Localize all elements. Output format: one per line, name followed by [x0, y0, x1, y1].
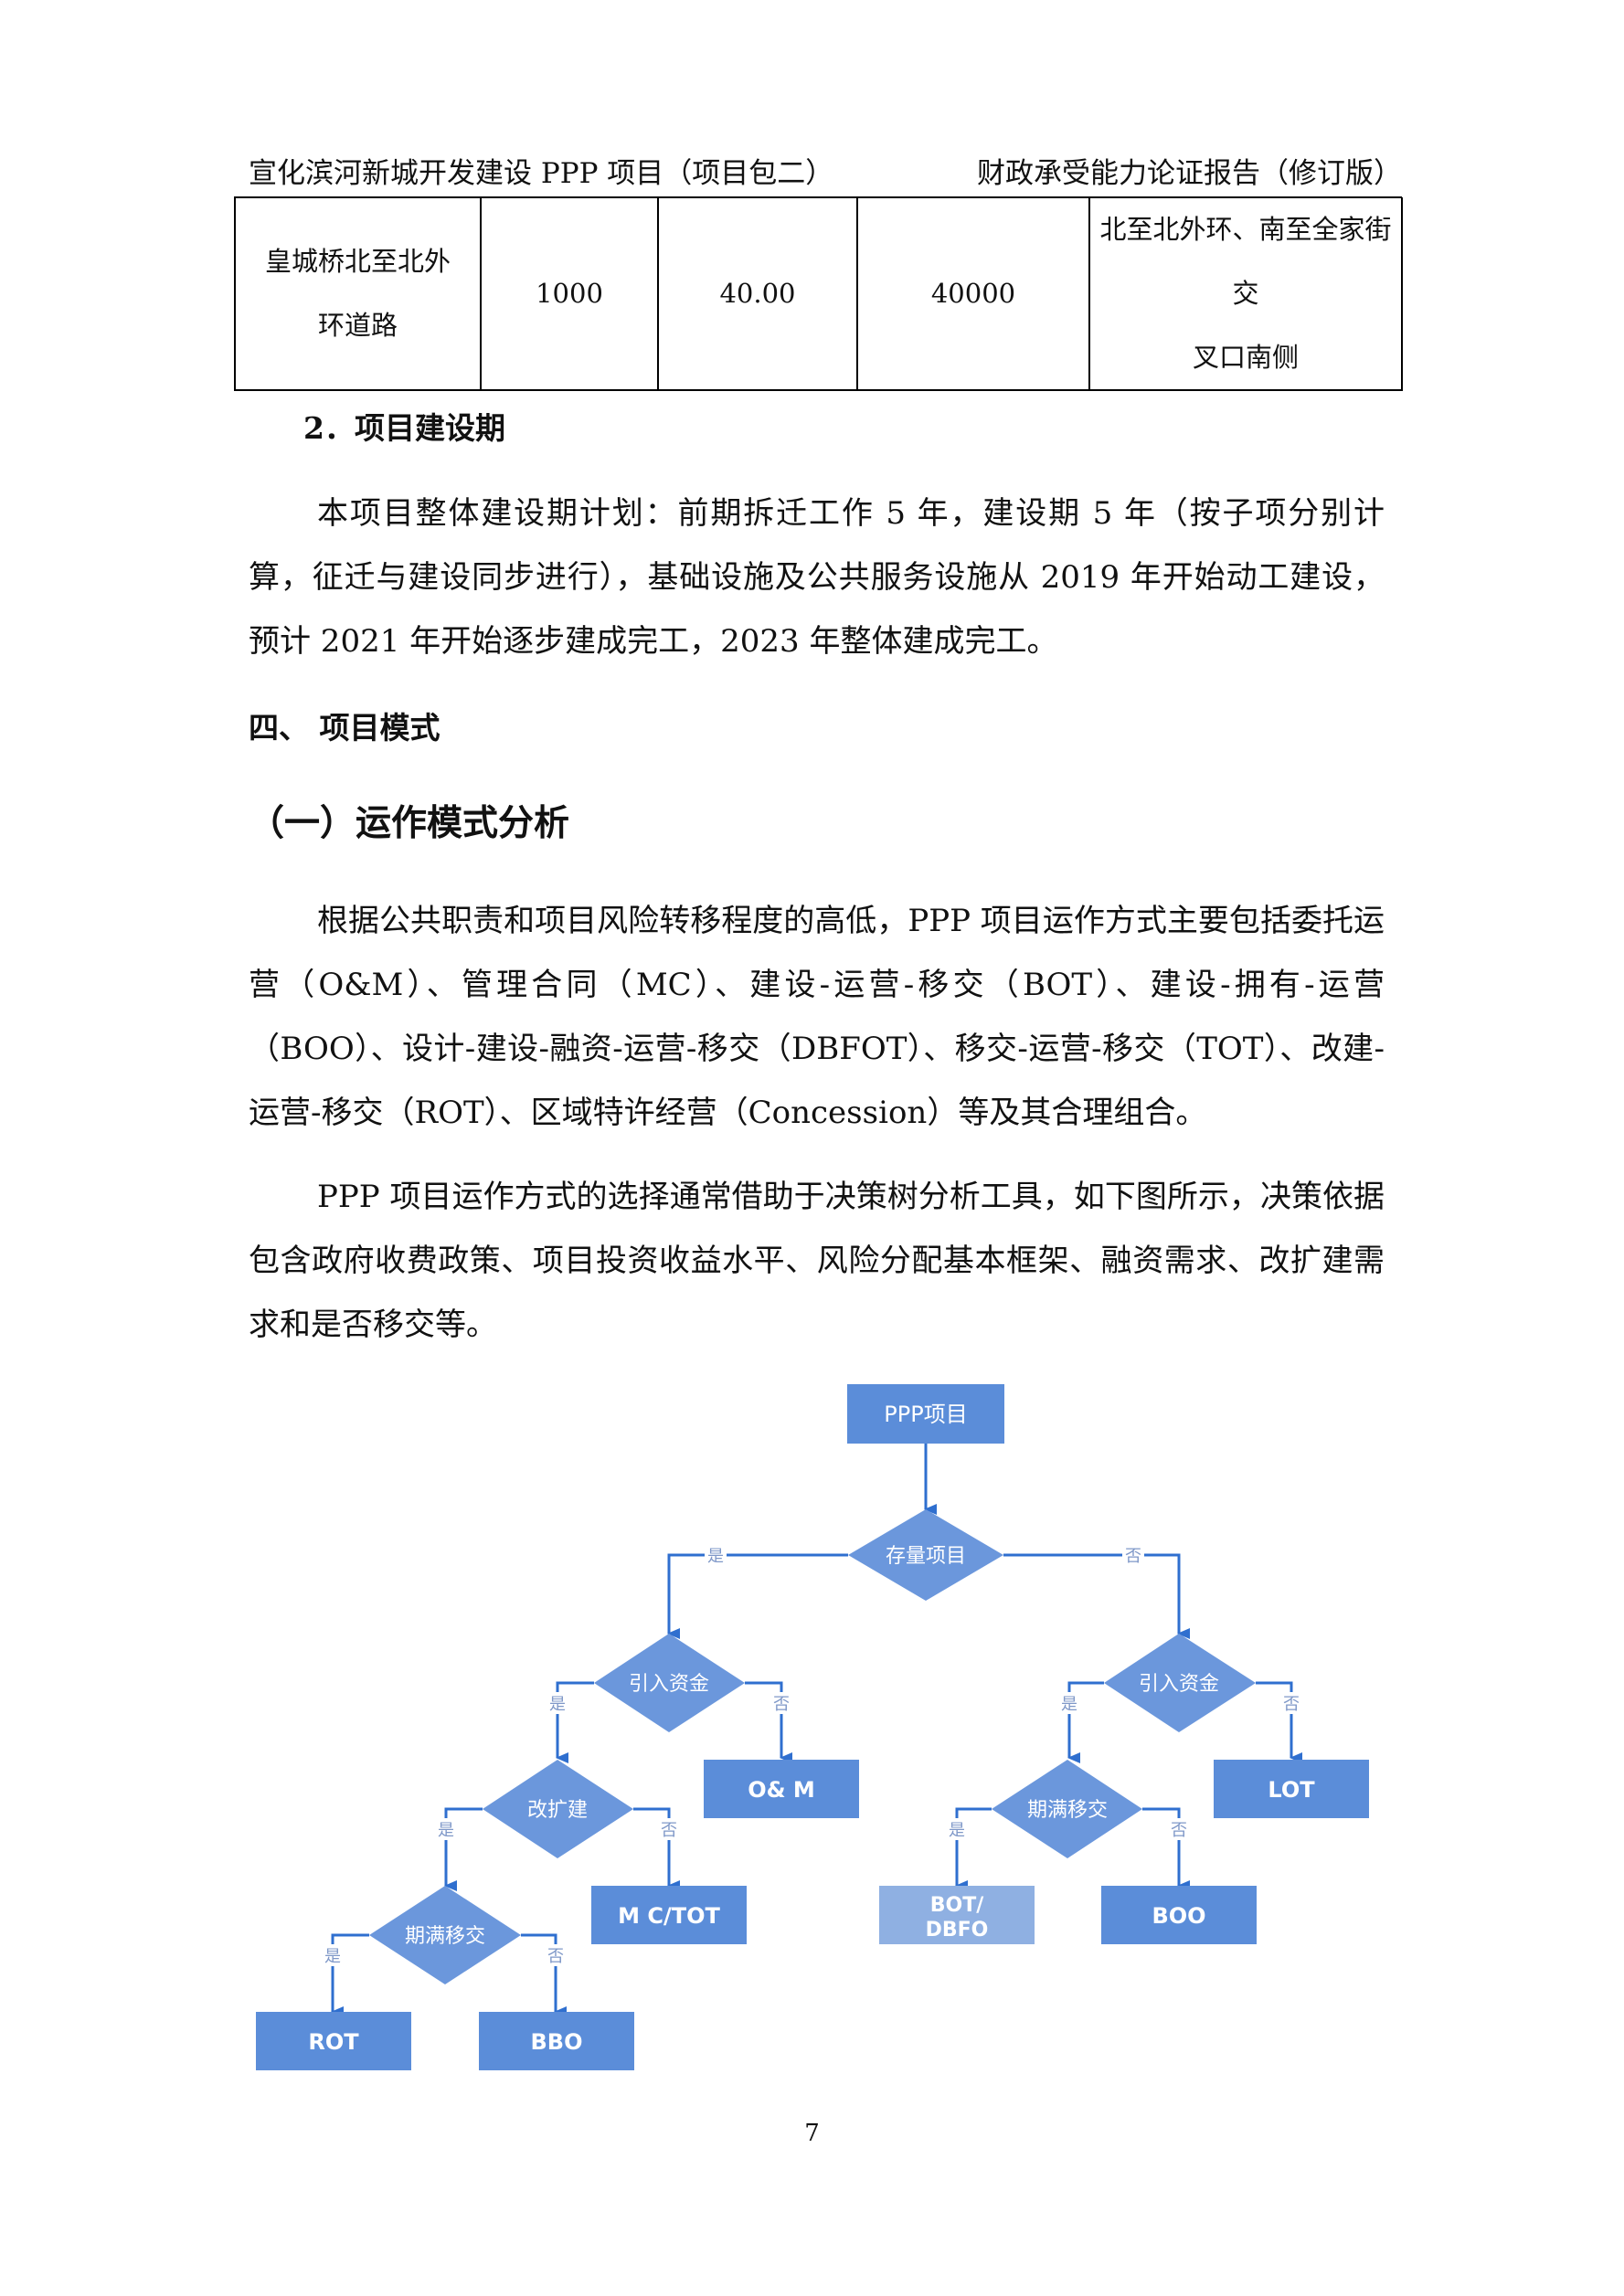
edge-labels: 是 否 是 否 是 否 是 否 是 否 是 否 [322, 1544, 1302, 1966]
edge-fundsr-no [1256, 1681, 1302, 1763]
project-table: 皇城桥北至北外 环道路 1000 40.00 40000 北至北外环、南至全家街… [234, 197, 1403, 391]
header-right: 财政承受能力论证报告（修订版） [977, 157, 1402, 190]
decision-transfer-left [369, 1886, 521, 1984]
edge-fundsl-yes [556, 1681, 594, 1763]
edge-label-no: 否 [773, 1695, 790, 1714]
table-row: 皇城桥北至北外 环道路 1000 40.00 40000 北至北外环、南至全家街… [234, 197, 1403, 391]
leaf-lot [1214, 1760, 1369, 1818]
leaf-om-label: O& M [748, 1777, 815, 1803]
section-heading-project-mode: 四、 项目模式 [249, 710, 440, 746]
header-left: 宣化滨河新城开发建设 PPP 项目（项目包二） [249, 157, 834, 190]
table-cell-length: 1000 [480, 197, 659, 391]
node-ppp-project [847, 1384, 1004, 1444]
decision-introduce-funds-right-label: 引入资金 [1139, 1673, 1219, 1696]
decision-renovation-label: 改扩建 [527, 1799, 588, 1822]
edge-label-no: 否 [661, 1821, 677, 1840]
edge-existing-no [1003, 1553, 1190, 1639]
leaf-mc-tot-label: M C/TOT [618, 1903, 720, 1929]
edge-transr-no [1142, 1807, 1190, 1891]
edge-label-yes: 是 [324, 1947, 341, 1966]
edge-label-yes: 是 [707, 1547, 724, 1566]
leaf-bbo [479, 2012, 634, 2070]
decision-existing-project [848, 1509, 1003, 1601]
decision-transfer-right-label: 期满移交 [1027, 1799, 1108, 1822]
table-cell-area: 40000 [856, 197, 1090, 391]
edge-fundsr-yes [1067, 1681, 1104, 1763]
leaf-bot-label-line2: DBFO [926, 1919, 989, 1942]
edge-label-no: 否 [1171, 1821, 1187, 1840]
edge-existing-yes [667, 1553, 848, 1639]
decision-introduce-funds-left [594, 1634, 745, 1732]
paragraph-operation-modes: 根据公共职责和项目风险转移程度的高低，PPP 项目运作方式主要包括委托运营（O&… [249, 903, 1385, 1131]
edge-renov-yes [444, 1807, 483, 1891]
edge-label-yes: 是 [438, 1821, 454, 1840]
table-cell-remark: 北至北外环、南至全家街交 叉口南侧 [1088, 197, 1403, 391]
decision-introduce-funds-left-label: 引入资金 [629, 1673, 709, 1696]
decision-transfer-left-label: 期满移交 [405, 1925, 485, 1948]
edge-fundsl-no [745, 1681, 792, 1763]
leaf-om [704, 1760, 859, 1818]
edge-label-yes: 是 [1061, 1695, 1077, 1714]
table-cell-name: 皇城桥北至北外 环道路 [234, 197, 482, 391]
decision-existing-project-label: 存量项目 [886, 1545, 966, 1568]
node-ppp-project-label: PPP项目 [884, 1402, 967, 1427]
edge-renov-no [633, 1807, 680, 1891]
paragraph-decision-tree-intro: PPP 项目运作方式的选择通常借助于决策树分析工具，如下图所示，决策依据包含政府… [249, 1179, 1385, 1343]
leaf-bbo-label: BBO [531, 2029, 583, 2055]
leaf-boo [1101, 1886, 1257, 1944]
leaf-mc-tot [591, 1886, 747, 1944]
edge-label-yes: 是 [949, 1821, 965, 1840]
table-cell-width: 40.00 [657, 197, 858, 391]
edge-label-no: 否 [1283, 1695, 1300, 1714]
leaf-boo-label: BOO [1152, 1903, 1205, 1929]
edge-transr-yes [955, 1807, 992, 1891]
decision-transfer-right [992, 1760, 1142, 1858]
edge-label-yes: 是 [549, 1695, 566, 1714]
page-number: 7 [804, 2120, 820, 2147]
decision-renovation [483, 1760, 633, 1858]
edge-label-no: 否 [547, 1947, 564, 1966]
leaf-rot-label: ROT [308, 2029, 359, 2055]
section-heading-construction-period: 2．项目建设期 [303, 410, 505, 446]
paragraph-construction-period: 本项目整体建设期计划：前期拆迁工作 5 年，建设期 5 年（按子项分别计算，征迁… [249, 495, 1385, 660]
decision-tree-diagram: 是 否 是 否 是 否 是 否 是 否 是 否 PPP项目 存量项目 引入资金 … [256, 1384, 1369, 2070]
tree-edges [331, 1444, 1302, 2017]
edge-transl-yes [331, 1933, 369, 2017]
leaf-rot [256, 2012, 411, 2070]
leaf-bot-label-line1: BOT/ [930, 1894, 984, 1917]
leaf-lot-label: LOT [1268, 1777, 1315, 1803]
edge-label-no: 否 [1125, 1547, 1141, 1566]
leaf-bot-dbfo [879, 1886, 1035, 1944]
edge-transl-no [521, 1933, 567, 2017]
sub-heading-operation-mode: （一）运作模式分析 [249, 802, 570, 844]
decision-introduce-funds-right [1104, 1634, 1256, 1732]
